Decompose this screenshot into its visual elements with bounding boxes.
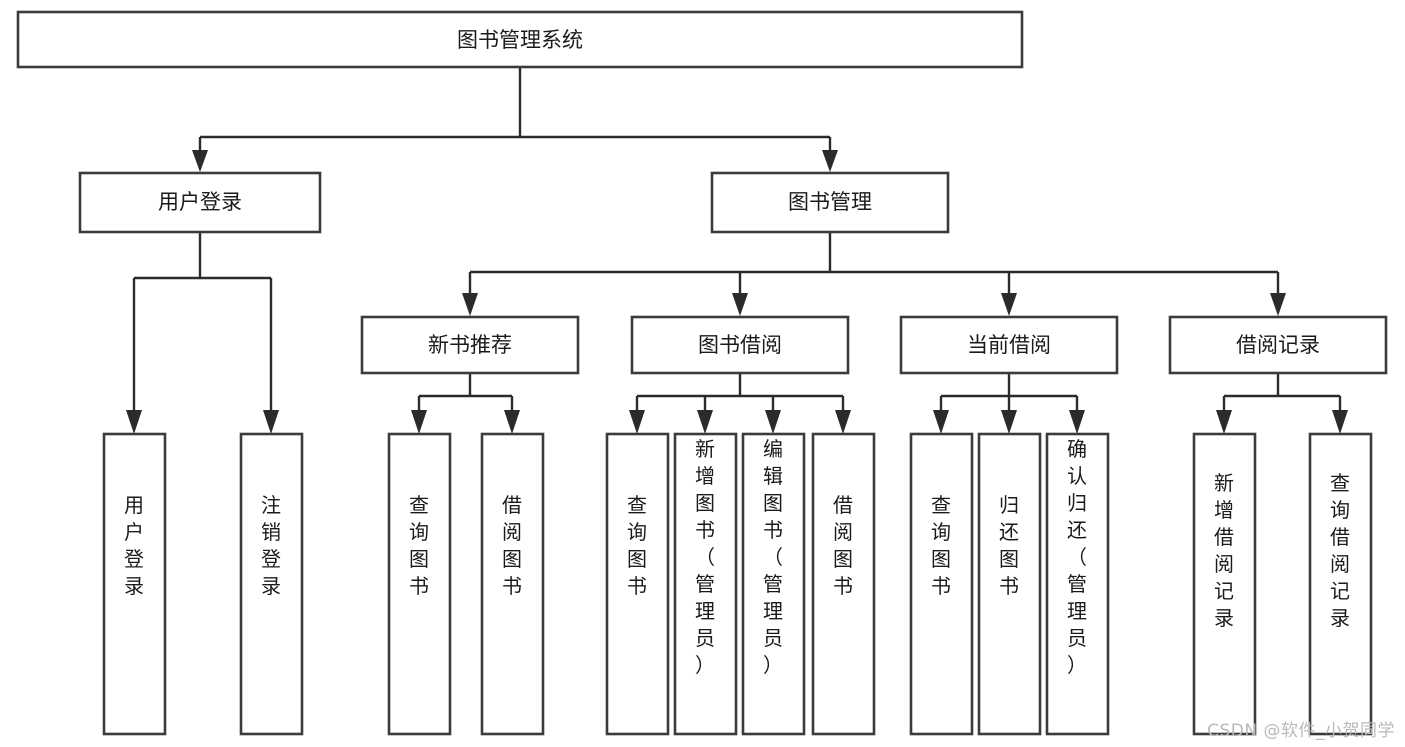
arrow-borrowrecord: [1270, 293, 1286, 316]
arrow-user-login: [192, 150, 208, 172]
node-current-borrow[interactable]: 当前借阅: [899, 315, 1119, 375]
leaf-new-book-2-box[interactable]: [480, 432, 545, 736]
leaf-user-login-1[interactable]: 用户登录: [102, 432, 167, 736]
leaf-book-borrow-2-box[interactable]: [673, 432, 738, 736]
arrow-newbook: [462, 293, 478, 316]
leaf-book-borrow-4-box[interactable]: [811, 432, 876, 736]
leaf-user-login-1-label: 用户登录: [124, 493, 144, 598]
arrow-currentborrow-leaf-2: [1001, 410, 1017, 434]
leaf-user-login-2[interactable]: 注销登录: [239, 432, 304, 736]
leaf-new-book-1-label: 查询图书: [409, 493, 429, 598]
arrow-currentborrow-leaf-1: [933, 410, 949, 434]
leaf-current-borrow-2-label: 归还图书: [999, 493, 1019, 598]
leaf-book-borrow-1-label: 查询图书: [627, 493, 647, 598]
connector-layer: [126, 67, 1348, 434]
leaf-current-borrow-1-box[interactable]: [909, 432, 974, 736]
arrow-bookborrow-leaf-3: [765, 410, 781, 434]
leaf-new-book-2[interactable]: 借阅图书: [480, 432, 545, 736]
leaf-current-borrow-2[interactable]: 归还图书: [977, 432, 1042, 736]
node-book-borrow[interactable]: 图书借阅: [630, 315, 850, 375]
node-new-book-recommend-label: 新书推荐: [428, 333, 512, 357]
node-book-management-box[interactable]: [710, 171, 950, 234]
node-book-management-label: 图书管理: [788, 190, 872, 214]
node-user-login[interactable]: 用户登录: [78, 171, 322, 234]
node-current-borrow-label: 当前借阅: [967, 333, 1051, 357]
csdn-watermark: CSDN @软件_小贺同学: [1207, 721, 1395, 741]
leaf-book-borrow-4[interactable]: 借阅图书: [811, 432, 876, 736]
leaf-current-borrow-1[interactable]: 查询图书: [909, 432, 974, 736]
node-borrow-record[interactable]: 借阅记录: [1168, 315, 1388, 375]
leaf-book-borrow-3-box[interactable]: [741, 432, 806, 736]
leaf-book-borrow-4-label: 借阅图书: [833, 493, 853, 598]
node-root[interactable]: 图书管理系统: [16, 10, 1024, 69]
leaf-current-borrow-2-box[interactable]: [977, 432, 1042, 736]
arrow-bookborrow-leaf-4: [835, 410, 851, 434]
leaf-book-borrow-1-box[interactable]: [605, 432, 670, 736]
arrow-book-mgmt: [822, 150, 838, 172]
leaf-current-borrow-3[interactable]: 确认归还（管理员）: [1045, 432, 1110, 736]
leaf-book-borrow-1[interactable]: 查询图书: [605, 432, 670, 736]
leaf-borrow-record-2-box[interactable]: [1308, 432, 1373, 736]
node-book-borrow-label: 图书借阅: [698, 333, 782, 357]
node-current-borrow-box[interactable]: [899, 315, 1119, 375]
leaf-user-login-1-box[interactable]: [102, 432, 167, 736]
leaf-book-borrow-2-label: 新增图书（管理员）: [695, 437, 715, 677]
arrow-newbook-leaf-2: [504, 410, 520, 434]
node-book-borrow-box[interactable]: [630, 315, 850, 375]
node-new-book-recommend-box[interactable]: [360, 315, 580, 375]
arrow-borrowrecord-leaf-2: [1332, 410, 1348, 434]
node-borrow-record-label: 借阅记录: [1236, 333, 1320, 357]
leaf-user-login-2-box[interactable]: [239, 432, 304, 736]
arrow-bookborrow-leaf-2: [697, 410, 713, 434]
leaf-new-book-1[interactable]: 查询图书: [387, 432, 452, 736]
leaf-new-book-2-label: 借阅图书: [502, 493, 522, 598]
leaf-borrow-record-1[interactable]: 新增借阅记录: [1192, 432, 1257, 736]
node-new-book-recommend[interactable]: 新书推荐: [360, 315, 580, 375]
node-user-login-label: 用户登录: [158, 190, 242, 214]
leaf-book-borrow-2[interactable]: 新增图书（管理员）: [673, 432, 738, 736]
arrow-currentborrow: [1001, 293, 1017, 316]
arrow-currentborrow-leaf-3: [1069, 410, 1085, 434]
node-book-management[interactable]: 图书管理: [710, 171, 950, 234]
leaf-current-borrow-1-label: 查询图书: [931, 493, 951, 598]
leaf-new-book-1-box[interactable]: [387, 432, 452, 736]
leaf-borrow-record-1-label: 新增借阅记录: [1214, 471, 1234, 630]
arrow-newbook-leaf-1: [411, 410, 427, 434]
arrow-userlogin-leaf-2: [263, 410, 279, 434]
leaf-borrow-record-1-box[interactable]: [1192, 432, 1257, 736]
arrow-borrowrecord-leaf-1: [1216, 410, 1232, 434]
arrow-bookborrow: [732, 293, 748, 316]
leaf-current-borrow-3-box[interactable]: [1045, 432, 1110, 736]
leaf-user-login-2-label: 注销登录: [261, 493, 281, 598]
arrow-userlogin-leaf-1: [126, 410, 142, 434]
leaf-book-borrow-3[interactable]: 编辑图书（管理员）: [741, 432, 806, 736]
node-user-login-box[interactable]: [78, 171, 322, 234]
leaf-borrow-record-2[interactable]: 查询借阅记录: [1308, 432, 1373, 736]
leaf-borrow-record-2-label: 查询借阅记录: [1330, 471, 1350, 630]
node-borrow-record-box[interactable]: [1168, 315, 1388, 375]
leaf-book-borrow-3-label: 编辑图书（管理员）: [763, 437, 783, 677]
node-root-box[interactable]: [16, 10, 1024, 69]
node-root-label: 图书管理系统: [457, 28, 583, 52]
leaf-current-borrow-3-label: 确认归还（管理员）: [1067, 437, 1087, 677]
arrow-bookborrow-leaf-1: [629, 410, 645, 434]
